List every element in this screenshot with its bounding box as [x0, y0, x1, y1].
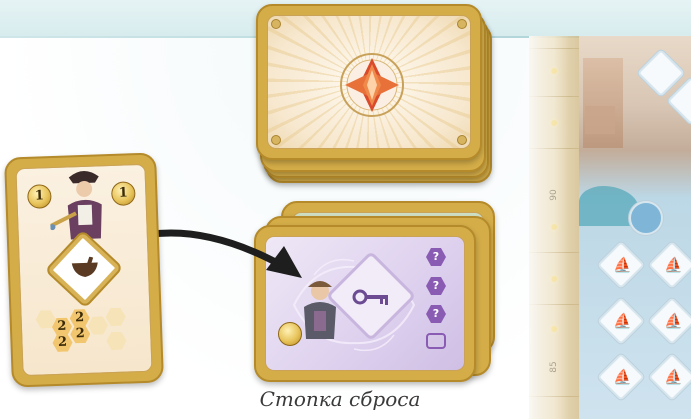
- ship-icon: ⛵: [664, 312, 683, 330]
- character-portrait-icon: [49, 170, 102, 240]
- empty-badge-slot: [426, 333, 446, 349]
- ship-icon: ⛵: [613, 312, 632, 330]
- question-badge-1: ?: [426, 248, 446, 266]
- deck-top-card[interactable]: [256, 4, 482, 160]
- corner-ornament: [271, 135, 281, 145]
- key-icon: [352, 289, 388, 305]
- mortar-icon: [71, 256, 98, 277]
- hex-cell: [106, 332, 127, 351]
- hex-cell: [105, 308, 126, 327]
- corner-ornament: [271, 19, 281, 29]
- coin-left: 1: [26, 184, 52, 209]
- hex-value-4: 2: [70, 325, 91, 344]
- hex-value-2: 2: [69, 309, 90, 328]
- character-figure-icon: [304, 281, 336, 339]
- hex-cell: [88, 316, 109, 335]
- ship-icon: ⛵: [664, 368, 683, 386]
- game-board: 90 85 ⛵ ⛵ ⛵ ⛵ ⛵ ⛵: [529, 36, 691, 419]
- ship-icon: ⛵: [664, 256, 683, 274]
- corner-ornament: [457, 135, 467, 145]
- character-card[interactable]: 1 1 2 2 2 2: [4, 152, 164, 388]
- ornament-frame-icon: [292, 258, 416, 352]
- question-badge-2: ?: [426, 277, 446, 295]
- hex-value-3: 2: [52, 333, 73, 352]
- question-badge-3: ?: [426, 305, 446, 323]
- discard-top-card[interactable]: ? ? ?: [254, 225, 476, 382]
- ship-icon: ⛵: [613, 256, 632, 274]
- corner-ornament: [457, 19, 467, 29]
- compass-gem-icon: [340, 53, 404, 117]
- sun-coin-icon: [274, 318, 306, 350]
- discard-pile-caption: Стопка сброса: [259, 387, 421, 411]
- ship-icon: ⛵: [613, 368, 632, 386]
